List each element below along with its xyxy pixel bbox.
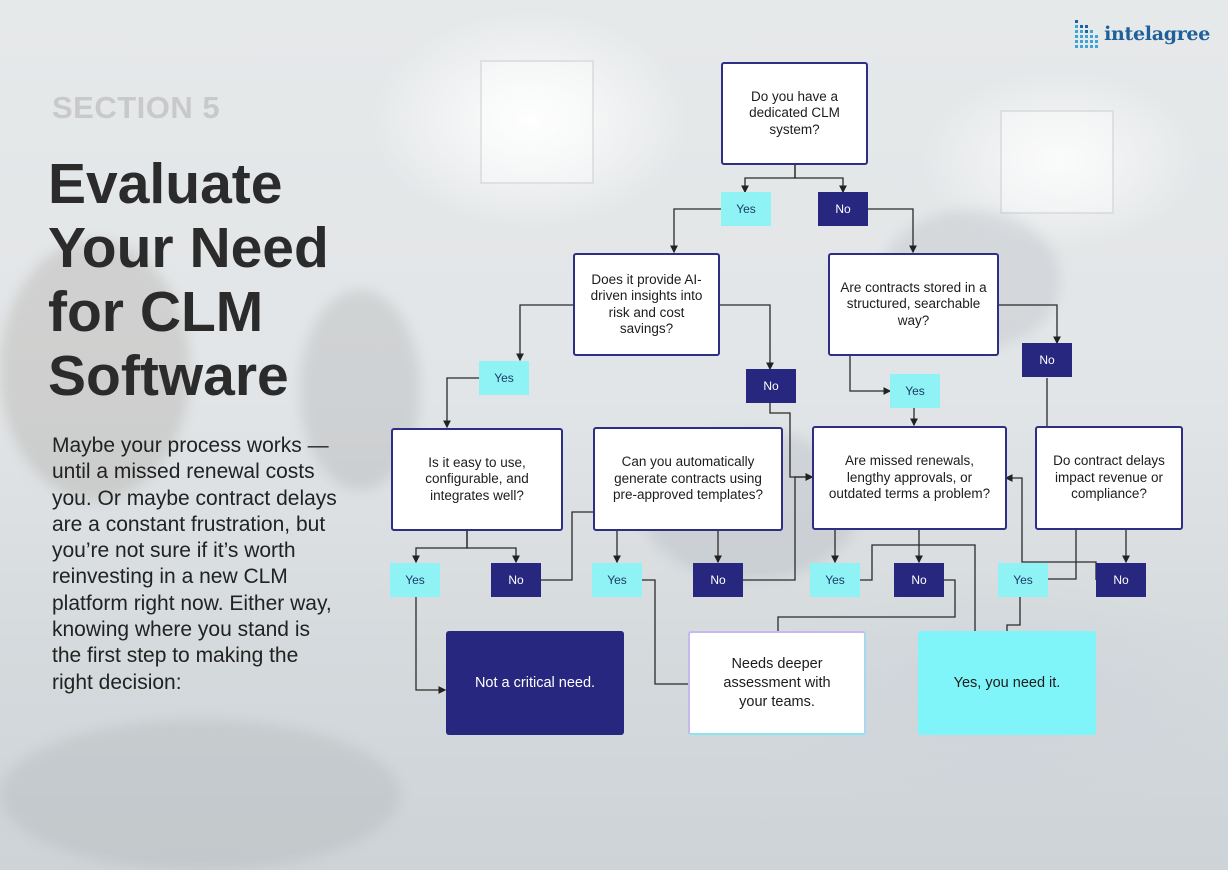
answer-yes-q3: Yes [890,374,940,408]
answer-no-q1: No [818,192,868,226]
question-contract-delays: Do contract delays impact revenue or com… [1035,426,1183,530]
answer-yes-q5: Yes [592,563,642,597]
answer-no-q6: No [894,563,944,597]
question-dedicated-clm: Do you have a dedicated CLM system? [721,62,868,165]
answer-no-q7: No [1096,563,1146,597]
outcome-not-critical: Not a critical need. [446,631,624,735]
answer-yes-q1: Yes [721,192,771,226]
question-structured-storage: Are contracts stored in a structured, se… [828,253,999,356]
logo-wordmark: intelagree [1104,23,1210,45]
answer-no-q2: No [746,369,796,403]
question-missed-renewals: Are missed renewals, lengthy approvals, … [812,426,1007,530]
question-ai-insights: Does it provide AI-driven insights into … [573,253,720,356]
section-label: SECTION 5 [52,90,221,125]
answer-yes-q2: Yes [479,361,529,395]
intro-paragraph: Maybe your process works — until a misse… [52,434,337,694]
outcome-need-it: Yes, you need it. [918,631,1096,735]
page-title: Evaluate Your Need for CLM Software [48,152,329,408]
answer-no-q4: No [491,563,541,597]
question-easy-to-use: Is it easy to use, configurable, and int… [391,428,563,531]
answer-no-q5: No [693,563,743,597]
answer-yes-q7: Yes [998,563,1048,597]
answer-yes-q6: Yes [810,563,860,597]
logo-grid-icon [1075,20,1099,48]
answer-no-q3: No [1022,343,1072,377]
question-auto-generate: Can you automatically generate contracts… [593,427,783,531]
brand-logo: intelagree [1075,20,1210,48]
answer-yes-q4: Yes [390,563,440,597]
outcome-deeper-assessment: Needs deeper assessment with your teams. [688,631,866,735]
